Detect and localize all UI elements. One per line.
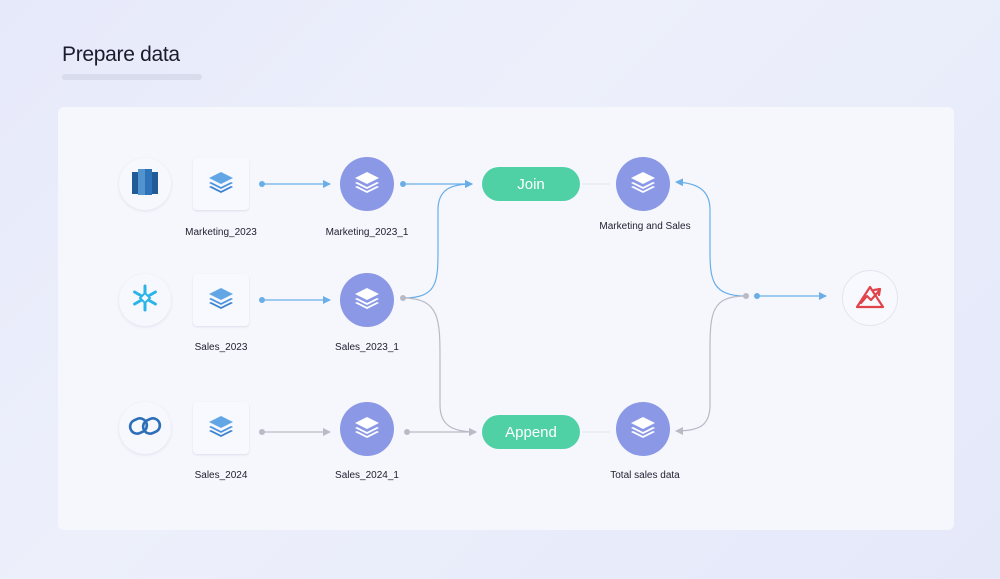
connector-row2-table-to-dataset (259, 296, 331, 304)
source-redshift[interactable] (119, 158, 171, 210)
dataset-label: Sales_2023_1 (335, 342, 399, 353)
output-label: Total sales data (610, 470, 680, 481)
table-label: Marketing_2023 (185, 227, 257, 238)
output-label: Marketing and Sales (599, 221, 691, 232)
analytics-chart-icon (855, 283, 885, 314)
connector-row1-dataset-to-join (400, 180, 473, 188)
dataset-sales-2023-1[interactable] (340, 273, 394, 327)
title-underline (62, 74, 202, 80)
zoho-link-icon (128, 415, 162, 442)
source-snowflake[interactable] (119, 274, 171, 326)
dataset-label: Marketing_2023_1 (325, 227, 409, 238)
dataset-total-sales-data[interactable] (616, 402, 670, 456)
source-table-sales-2024[interactable] (193, 402, 249, 454)
destination-analytics[interactable] (842, 270, 898, 326)
layers-icon (354, 287, 380, 314)
source-table-sales-2023[interactable] (193, 274, 249, 326)
layers-icon (354, 171, 380, 198)
page-title: Prepare data (62, 43, 180, 66)
append-button[interactable]: Append (482, 415, 580, 449)
snowflake-icon (130, 283, 160, 318)
connector-row3-dataset-to-append (404, 428, 477, 436)
join-button[interactable]: Join (482, 167, 580, 201)
table-label: Sales_2024 (194, 470, 248, 481)
connector-outputs-to-destination (675, 178, 827, 435)
layers-icon (208, 171, 234, 198)
layers-icon (354, 416, 380, 443)
dataset-marketing-2023-1[interactable] (340, 157, 394, 211)
connector-row2-dataset-to-append (402, 297, 477, 436)
layers-icon (630, 416, 656, 443)
dataset-sales-2024-1[interactable] (340, 402, 394, 456)
layers-icon (208, 287, 234, 314)
table-label: Sales_2023 (194, 342, 248, 353)
source-table-marketing-2023[interactable] (193, 158, 249, 210)
dataset-label: Sales_2024_1 (335, 470, 399, 481)
connector-row1-table-to-dataset (259, 180, 331, 188)
connector-row3-table-to-dataset (259, 428, 331, 436)
connector-row2-dataset-to-join (400, 180, 473, 301)
layers-icon (208, 415, 234, 442)
amazon-redshift-icon (132, 167, 158, 202)
dataset-marketing-and-sales[interactable] (616, 157, 670, 211)
source-zoho[interactable] (119, 402, 171, 454)
layers-icon (630, 171, 656, 198)
